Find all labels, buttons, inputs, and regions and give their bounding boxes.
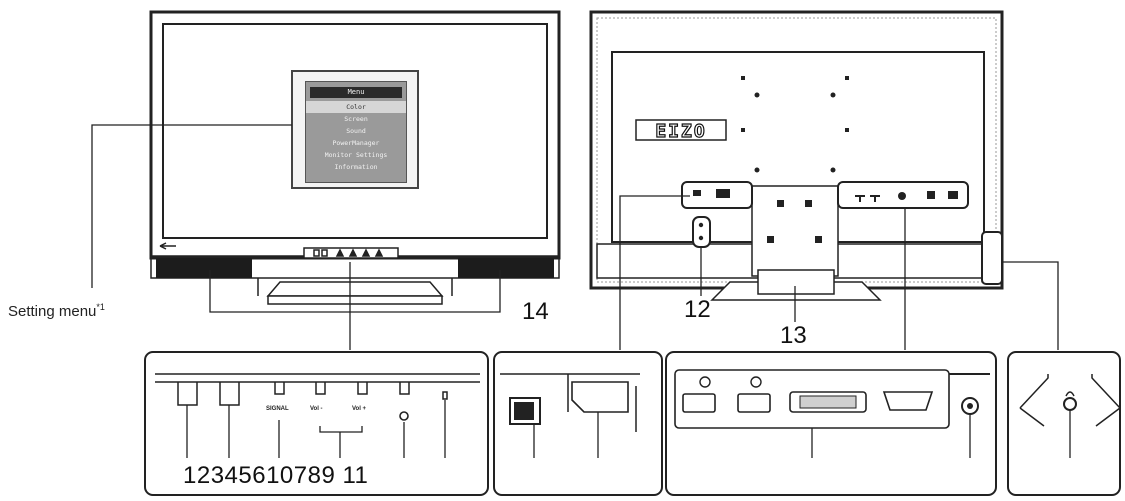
front-stand-neck <box>257 278 453 296</box>
setting-menu-leader <box>91 124 292 288</box>
osd-menu-title: Menu <box>310 87 402 98</box>
detail-screw-1 <box>699 376 711 388</box>
vesa-dot-2 <box>830 92 836 98</box>
left-speaker <box>156 258 252 278</box>
detail-hdmi-2 <box>737 393 771 413</box>
stand-screw-4 <box>815 236 822 243</box>
vesa-dot-1 <box>754 92 760 98</box>
detail-dsub <box>882 391 934 411</box>
detail-hdmi-1 <box>682 393 716 413</box>
osd-menu: Menu Color Screen Sound PowerManager Mon… <box>305 81 407 183</box>
stand-screw-1 <box>777 200 784 207</box>
power-inlet-icon <box>716 189 730 198</box>
setting-menu-text: Setting menu <box>8 303 97 320</box>
power-leader <box>619 195 690 350</box>
front-stand-base <box>266 281 444 297</box>
stand-screw-2 <box>805 200 812 207</box>
eizo-arrow-mark <box>159 242 176 250</box>
right-speaker <box>458 258 554 278</box>
vesa-dot-3 <box>754 167 760 173</box>
setting-menu-footnote: *1 <box>96 302 105 312</box>
detail-power-edge <box>500 373 640 432</box>
detail-power-leaders <box>533 412 599 458</box>
detail-main-switch-inner <box>514 402 534 420</box>
detail-front-top-edge <box>155 373 480 383</box>
detail-headphone-icon <box>1065 391 1075 397</box>
eizo-logo-box <box>635 119 727 141</box>
label-13: 13 <box>780 322 807 349</box>
headphone-leader <box>1002 261 1059 350</box>
dvi-port-icon <box>898 192 906 200</box>
vesa-square-3 <box>741 128 745 132</box>
detail-headphone <box>1007 351 1121 496</box>
detail-power-inlet <box>571 381 629 413</box>
vesa-square-4 <box>845 128 849 132</box>
detail-audio-jack-core <box>967 403 973 409</box>
osd-menu-item-color: Color <box>306 101 406 113</box>
detail-front-buttons <box>144 351 489 496</box>
security-slot-hole-2 <box>698 235 704 241</box>
label-14: 14 <box>522 298 549 325</box>
vol-minus-button-label: Vol - <box>310 406 323 412</box>
stand-screw-3 <box>767 236 774 243</box>
label-12: 12 <box>684 296 711 323</box>
detail-btn-3 <box>274 382 285 395</box>
rear-monitor-vent-area <box>596 17 997 283</box>
audio-port-icon <box>948 191 958 199</box>
rear-stand-hinge <box>757 269 835 295</box>
vesa-square-2 <box>845 76 849 80</box>
setting-menu-label: Setting menu*1 <box>8 302 105 320</box>
speaker-leader-14 <box>209 270 501 313</box>
detail-power-icon <box>399 411 409 421</box>
osd-menu-item-screen: Screen <box>344 115 368 123</box>
power-switch-icon <box>693 190 701 196</box>
security-slot <box>692 216 711 248</box>
vesa-dot-4 <box>830 167 836 173</box>
signal-button-label: SIGNAL <box>266 406 289 412</box>
detail-screw-2 <box>750 376 762 388</box>
detail-signal-leaders <box>811 414 971 458</box>
front-mini-btn-2 <box>321 249 328 257</box>
osd-menu-item-information: Information <box>334 163 378 171</box>
osd-menu-item-powermanager: PowerManager <box>332 139 380 147</box>
front-mini-btns <box>335 248 384 257</box>
vol-plus-button-label: Vol + <box>352 406 367 412</box>
osd-menu-item-sound: Sound <box>346 127 366 135</box>
signal-port-icons <box>855 195 880 202</box>
detail-dvi-inner <box>799 395 857 409</box>
front-stand-foot <box>267 295 443 305</box>
vesa-square-1 <box>741 76 745 80</box>
detail-btn-5 <box>357 382 368 395</box>
detail-front-leaders <box>186 400 446 458</box>
front-mini-btn-1 <box>313 249 320 257</box>
front-monitor-screen <box>162 23 548 239</box>
dsub-port-icon <box>927 191 935 199</box>
detail-btn-6 <box>399 382 410 395</box>
rear-stand-column <box>751 185 839 277</box>
bottom-number-sequence: 12345610789 11 <box>183 462 369 489</box>
detail-headphone-shape <box>1019 374 1121 427</box>
headphone-region <box>981 231 1003 285</box>
security-slot-hole-1 <box>698 222 704 228</box>
detail-power-led <box>442 391 448 400</box>
detail-btn-4 <box>315 382 326 395</box>
eizo-logo: EIZO <box>655 121 706 142</box>
osd-menu-item-monitor-settings: Monitor Settings <box>324 151 388 159</box>
